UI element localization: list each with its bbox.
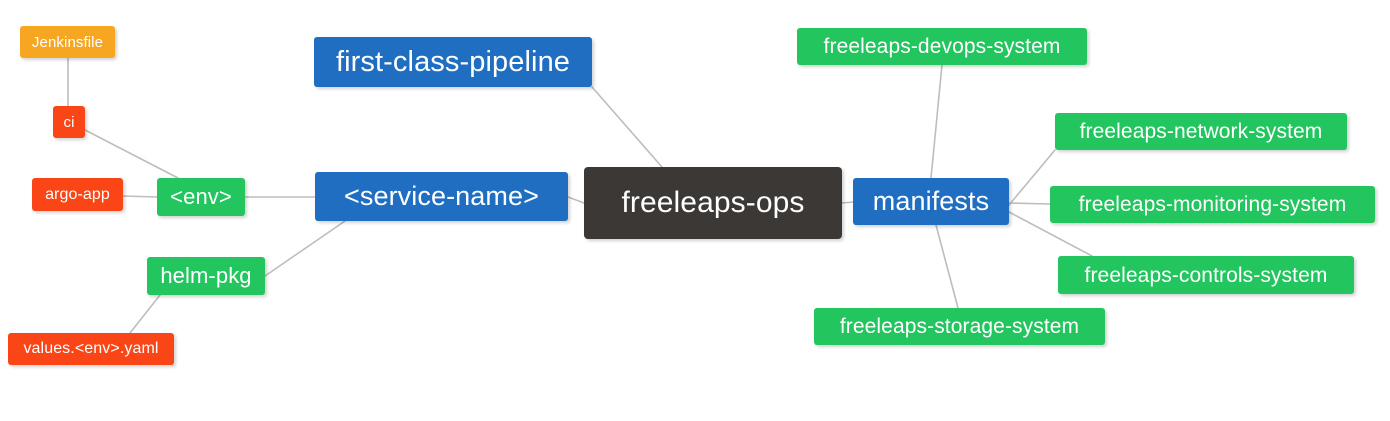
mindmap-node-first-class-pipeline[interactable]: first-class-pipeline xyxy=(314,37,592,87)
mindmap-node-label: manifests xyxy=(872,186,990,216)
mindmap-node-freeleaps-monitoring-system[interactable]: freeleaps-monitoring-system xyxy=(1050,186,1375,223)
mindmap-node-label: argo-app xyxy=(45,185,110,203)
edge-freeleaps-ops-to-manifests xyxy=(841,201,854,204)
mindmap-node-label: helm-pkg xyxy=(160,263,252,288)
mindmap-node-values-env-yaml[interactable]: values.<env>.yaml xyxy=(8,333,174,365)
edge-manifests-to-freeleaps-storage-system xyxy=(935,224,959,309)
mindmap-node-freeleaps-controls-system[interactable]: freeleaps-controls-system xyxy=(1058,256,1354,294)
mindmap-node-label: first-class-pipeline xyxy=(335,45,571,78)
mindmap-node-freeleaps-ops[interactable]: freeleaps-ops xyxy=(584,167,842,239)
mindmap-node-env[interactable]: <env> xyxy=(157,178,245,216)
edge-freeleaps-ops-to-service-name xyxy=(567,196,585,204)
mindmap-node-freeleaps-network-system[interactable]: freeleaps-network-system xyxy=(1055,113,1347,150)
mindmap-node-service-name[interactable]: <service-name> xyxy=(315,172,568,221)
mindmap-node-freeleaps-storage-system[interactable]: freeleaps-storage-system xyxy=(814,308,1105,345)
mindmap-node-manifests[interactable]: manifests xyxy=(853,178,1009,225)
edge-manifests-to-freeleaps-network-system xyxy=(1008,149,1056,206)
edge-service-name-to-helm-pkg xyxy=(264,220,346,277)
mindmap-node-argo-app[interactable]: argo-app xyxy=(32,178,123,211)
mindmap-node-label: freeleaps-ops xyxy=(621,186,805,219)
edge-env-to-ci xyxy=(84,129,179,179)
edge-manifests-to-freeleaps-monitoring-system xyxy=(1008,202,1051,205)
mindmap-node-helm-pkg[interactable]: helm-pkg xyxy=(147,257,265,295)
edge-helm-pkg-to-values-env-yaml xyxy=(129,294,161,334)
edge-env-to-argo-app xyxy=(122,195,158,198)
edge-freeleaps-ops-to-first-class-pipeline xyxy=(591,86,663,168)
mindmap-node-label: <env> xyxy=(170,184,232,209)
mindmap-node-label: <service-name> xyxy=(344,181,539,211)
mindmap-node-label: freeleaps-storage-system xyxy=(839,315,1080,338)
mindmap-node-label: freeleaps-devops-system xyxy=(823,35,1061,58)
mindmap-node-freeleaps-devops-system[interactable]: freeleaps-devops-system xyxy=(797,28,1087,65)
mindmap-node-label: freeleaps-network-system xyxy=(1079,120,1323,143)
mindmap-node-label: values.<env>.yaml xyxy=(23,340,159,357)
mindmap-node-label: ci xyxy=(63,113,75,131)
mindmap-node-label: Jenkinsfile xyxy=(31,33,104,51)
mindmap-node-label: freeleaps-controls-system xyxy=(1084,263,1328,287)
mindmap-node-jenkinsfile[interactable]: Jenkinsfile xyxy=(20,26,115,58)
edge-manifests-to-freeleaps-devops-system xyxy=(930,64,943,179)
mindmap-node-ci[interactable]: ci xyxy=(53,106,85,138)
mindmap-node-label: freeleaps-monitoring-system xyxy=(1078,193,1347,216)
